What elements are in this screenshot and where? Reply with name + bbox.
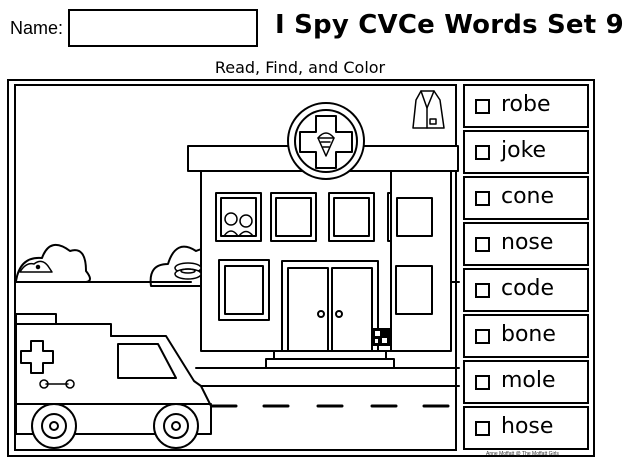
word-item-mole[interactable]: mole	[463, 360, 589, 404]
hose-icon	[174, 262, 202, 280]
robe-icon	[412, 90, 445, 129]
word-item-hose[interactable]: hose	[463, 406, 589, 450]
word-label: joke	[501, 138, 547, 163]
credit-text: Anne Moffatt @ The Moffatt Girls	[486, 451, 559, 457]
name-label: Name:	[10, 18, 64, 38]
scene-picture	[14, 84, 460, 451]
word-item-cone[interactable]: cone	[463, 176, 589, 220]
name-field[interactable]	[68, 9, 258, 47]
word-label: bone	[501, 322, 556, 347]
word-label: mole	[501, 368, 556, 393]
word-list: robe joke cone nose code bone mole hose	[463, 84, 589, 451]
checkbox[interactable]	[475, 283, 490, 298]
children-laughing-icon	[223, 212, 254, 237]
word-item-code[interactable]: code	[463, 268, 589, 312]
word-label: hose	[501, 414, 554, 439]
word-item-bone[interactable]: bone	[463, 314, 589, 358]
bush-left	[15, 243, 91, 283]
instructions-subtitle: Read, Find, and Color	[214, 58, 386, 77]
worksheet-frame	[7, 79, 595, 457]
checkbox[interactable]	[475, 329, 490, 344]
word-item-robe[interactable]: robe	[463, 84, 589, 128]
mole-icon	[19, 260, 53, 273]
word-label: nose	[501, 230, 554, 255]
word-label: code	[501, 276, 555, 301]
checkbox[interactable]	[475, 99, 490, 114]
qr-code-icon	[372, 328, 390, 346]
word-label: cone	[501, 184, 555, 209]
checkbox[interactable]	[475, 191, 490, 206]
word-item-joke[interactable]: joke	[463, 130, 589, 174]
word-label: robe	[501, 92, 551, 117]
bone-icon	[39, 379, 75, 389]
ice-cream-cone-icon	[317, 132, 335, 157]
checkbox[interactable]	[475, 421, 490, 436]
page-title: I Spy CVCe Words Set 9	[275, 10, 624, 40]
checkbox[interactable]	[475, 375, 490, 390]
checkbox[interactable]	[475, 237, 490, 252]
ambulance-icon	[15, 313, 212, 449]
checkbox[interactable]	[475, 145, 490, 160]
word-item-nose[interactable]: nose	[463, 222, 589, 266]
